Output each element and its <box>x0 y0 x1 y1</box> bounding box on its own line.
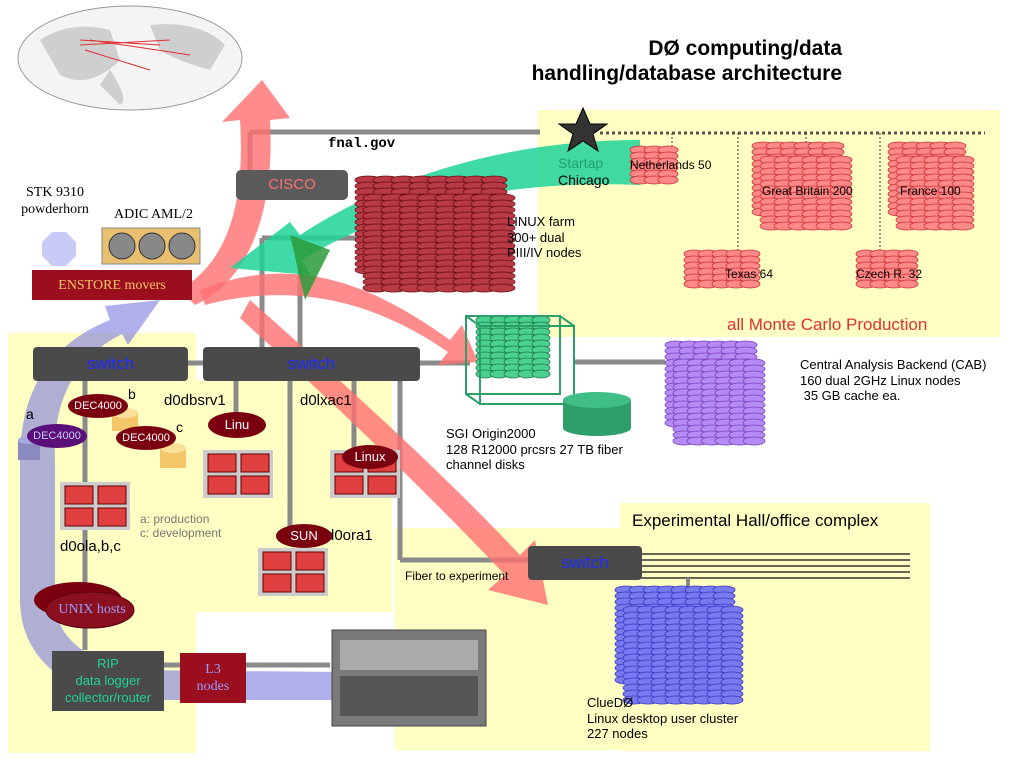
sgi-cluster-stack <box>489 315 509 379</box>
gb-label: Great Britain 200 <box>762 184 853 198</box>
sgi-line-3: channel disks <box>446 457 525 473</box>
texas-cluster-stack <box>739 249 761 289</box>
clued-line-3: 227 nodes <box>587 726 648 742</box>
sgi-label: SGI Origin2000 128 R12000 prcsrs 27 TB f… <box>446 426 623 473</box>
rip-line-2: data logger <box>75 672 141 688</box>
sgi-disk-icon <box>563 392 631 436</box>
red-arrow-to-sgi <box>200 273 478 365</box>
dec4000-b: DEC4000 <box>68 394 128 418</box>
czech-label: Czech R. 32 <box>856 267 923 281</box>
rip-box: RIP data logger collector/router <box>52 656 164 707</box>
startap-label: Startap Chicago <box>558 155 609 189</box>
cab-line-2: 160 dual 2GHz Linux nodes <box>800 372 961 388</box>
page-title: DØ computing/data handling/database arch… <box>532 36 842 86</box>
l3-nodes-box: L3 nodes <box>180 662 246 696</box>
rip-line-3: collector/router <box>65 689 151 705</box>
clued-cluster-stack <box>720 605 744 705</box>
fnal-label: fnal.gov <box>328 136 396 152</box>
texas-label: Texas 64 <box>725 267 774 281</box>
stk-label-2: powderhorn <box>21 201 89 217</box>
stk-label: STK 9310 powderhorn <box>14 185 96 219</box>
mc-production-label: all Monte Carlo Production <box>727 315 928 334</box>
startap-label-2: Chicago <box>558 171 610 188</box>
d0ora1-rack <box>258 548 328 596</box>
clued-line-1: ClueDØ <box>587 695 634 710</box>
czech-cluster-stack <box>897 249 919 289</box>
sgi-cluster-stack <box>517 315 537 379</box>
sgi-origin-icon <box>465 315 575 405</box>
d0dbsrv1-label: d0dbsrv1 <box>164 392 226 409</box>
gb-cluster-stack <box>829 155 853 231</box>
sgi-cluster-stack <box>531 315 551 379</box>
d0ola-label: d0ola,b,c <box>60 538 121 555</box>
legend-prod: a: production <box>140 512 210 526</box>
enstore-movers: ENSTORE movers <box>58 278 166 293</box>
cab-line-3: 35 GB cache ea. <box>800 388 901 404</box>
label-b: b <box>128 386 136 402</box>
red-arrow-upper <box>180 80 290 305</box>
title-line-1: DØ computing/data <box>648 37 842 60</box>
legend-dev: c: development <box>140 526 222 541</box>
linux-farm-line-3: PIII/IV nodes <box>507 245 582 261</box>
d0ola-rack <box>60 482 130 530</box>
fiber-label: Fiber to experiment <box>405 569 509 583</box>
linu-badge: Linu <box>208 412 266 438</box>
startap-label-1: Startap <box>558 155 604 171</box>
exp-hall-label: Experimental Hall/office complex <box>632 511 879 530</box>
linux-badge: Linux <box>342 445 398 469</box>
title-line-2: handling/database architecture <box>531 62 842 86</box>
legend-prod-dev: a: production c: development <box>140 512 221 541</box>
cab-label: Central Analysis Backend (CAB) 160 dual … <box>800 357 986 404</box>
green-arrow <box>230 140 640 275</box>
world-map <box>17 5 243 111</box>
d0dbsrv1-rack <box>203 450 273 498</box>
linux-farm-line-1: LINUX farm <box>507 214 575 229</box>
rip-line-1: RIP <box>97 656 119 671</box>
linux-farm-stack <box>488 193 516 293</box>
clued-line-2: Linux desktop user cluster <box>587 710 739 726</box>
netherlands-cluster-stack <box>657 145 679 185</box>
adic-label: ADIC AML/2 <box>114 207 193 222</box>
cab-cluster-stack <box>742 358 766 446</box>
sgi-line-1: SGI Origin2000 <box>446 426 536 441</box>
linux-farm-label: LINUX farm 300+ dual PIII/IV nodes <box>507 214 581 261</box>
l3-photo <box>331 629 487 727</box>
linux-farm-line-2: 300+ dual <box>507 229 565 245</box>
france-label: France 100 <box>900 184 961 198</box>
switch-center: switch <box>203 347 420 381</box>
stk-label-1: STK 9310 <box>26 185 84 200</box>
dec4000-a: DEC4000 <box>27 424 87 448</box>
sun-badge: SUN <box>276 524 332 548</box>
switch-left: switch <box>33 347 188 381</box>
exp-hall-lines <box>640 553 910 579</box>
clued-label: ClueDØ Linux desktop user cluster 227 no… <box>587 695 738 742</box>
l3-line-1: L3 <box>205 662 221 677</box>
l3-line-2: nodes <box>196 678 230 694</box>
dec4000-c: DEC4000 <box>116 426 176 450</box>
netherlands-label: Netherlands 50 <box>630 158 712 172</box>
d0ora1-label: d0ora1 <box>326 527 373 544</box>
label-a: a <box>26 406 34 422</box>
switch-exp-hall: switch <box>528 546 642 580</box>
sgi-line-2: 128 R12000 prcsrs 27 TB fiber <box>446 441 623 457</box>
stk-robot-icon <box>42 232 76 266</box>
startap-star-icon <box>557 106 609 153</box>
cisco-router: CISCO <box>268 176 316 193</box>
france-cluster-stack <box>951 155 975 231</box>
d0lxac1-label: d0lxac1 <box>300 392 352 409</box>
label-c: c <box>176 419 183 435</box>
unix-hosts: UNIX hosts <box>58 602 126 617</box>
cab-line-1: Central Analysis Backend (CAB) <box>800 357 987 372</box>
